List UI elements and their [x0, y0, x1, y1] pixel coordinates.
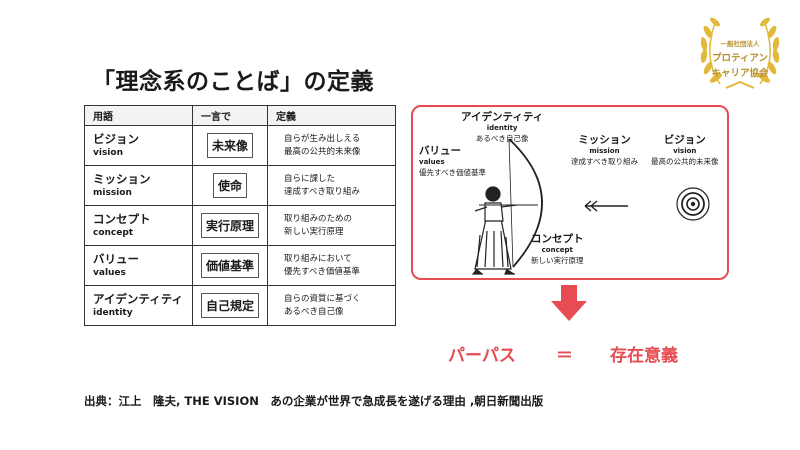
arrow-icon: [584, 200, 628, 212]
term-jp: アイデンティティ: [93, 292, 184, 306]
concept-label: コンセプト concept 新しい実行原理: [531, 233, 584, 265]
laurel-wreath-icon: [700, 17, 780, 89]
term-en: vision: [93, 148, 123, 158]
word-box: 価値基準: [200, 253, 259, 278]
term-en: identity: [93, 308, 133, 318]
term-jp: ミッション: [93, 172, 151, 186]
archer-illustration-panel: アイデンティティ identity あるべき自己像 バリュー values 優先…: [411, 105, 729, 280]
term-jp: ビジョン: [93, 132, 139, 146]
definition-line: 取り組みのための: [284, 213, 353, 224]
table-row: ミッション mission 使命 自らに課した 達成すべき取り組み: [84, 165, 396, 206]
definition-line: あるべき自己像: [284, 306, 344, 317]
definition-cell: 自らの資質に基づく あるべき自己像: [267, 285, 396, 326]
definition-cell: 自らが生み出しえる 最高の公共的未来像: [267, 125, 396, 166]
badge-name-line2: キャリア協会: [711, 68, 769, 79]
definition-cell: 取り組みにおいて 優先すべき価値基準: [267, 245, 396, 286]
definitions-table: 用語 一言で 定義 ビジョン vision 未来像 自らが生み出しえる 最高の公…: [84, 105, 396, 326]
word-box: 未来像: [206, 133, 253, 158]
table-row: ビジョン vision 未来像 自らが生み出しえる 最高の公共的未来像: [84, 125, 396, 166]
header-term: 用語: [84, 105, 193, 126]
term-en: values: [93, 268, 126, 278]
term-jp: コンセプト: [93, 212, 151, 226]
definition-line: 優先すべき価値基準: [284, 266, 360, 277]
definition-line: 新しい実行原理: [284, 226, 344, 237]
definition-line: 自らに課した: [284, 173, 336, 184]
term-cell: バリュー values: [84, 245, 193, 286]
word-box: 自己規定: [200, 293, 259, 318]
definition-cell: 自らに課した 達成すべき取り組み: [267, 165, 396, 206]
word-cell: 自己規定: [192, 285, 268, 326]
values-label: バリュー values 優先すべき価値基準: [419, 145, 486, 177]
word-cell: 価値基準: [192, 245, 268, 286]
purpose-meaning: 存在意義: [610, 346, 678, 366]
header-word: 一言で: [192, 105, 268, 126]
table-row: バリュー values 価値基準 取り組みにおいて 優先すべき価値基準: [84, 245, 396, 286]
table-row: コンセプト concept 実行原理 取り組みのための 新しい実行原理: [84, 205, 396, 246]
definition-line: 取り組みにおいて: [284, 253, 352, 264]
word-box: 実行原理: [200, 213, 259, 238]
term-cell: ビジョン vision: [84, 125, 193, 166]
term-cell: アイデンティティ identity: [84, 285, 193, 326]
mission-label: ミッション mission 達成すべき取り組み: [571, 134, 638, 166]
identity-label: アイデンティティ identity あるべき自己像: [461, 111, 544, 143]
archer-illustration: [471, 138, 710, 275]
term-cell: コンセプト concept: [84, 205, 193, 246]
table-header-row: 用語 一言で 定義: [84, 105, 396, 126]
archer-icon: [471, 138, 543, 275]
badge-org-label: 一般社団法人: [720, 40, 760, 48]
source-citation: 出典：江上 隆夫, THE VISION あの企業が世界で急成長を遂げる理由 ,…: [84, 394, 544, 408]
purpose-term: パーパス: [448, 346, 516, 366]
definition-cell: 取り組みのための 新しい実行原理: [267, 205, 396, 246]
term-en: concept: [93, 228, 134, 238]
definition-line: 達成すべき取り組み: [284, 186, 360, 197]
header-definition: 定義: [267, 105, 396, 126]
badge-name-line1: プロティアン: [711, 53, 769, 64]
page-title: 「理念系のことば」の定義: [92, 69, 374, 95]
table-row: アイデンティティ identity 自己規定 自らの資質に基づく あるべき自己像: [84, 285, 396, 326]
vision-label: ビジョン vision 最高の公共的未来像: [651, 134, 719, 166]
down-arrow-icon: [551, 285, 587, 321]
definition-line: 自らの資質に基づく: [284, 293, 361, 304]
word-cell: 使命: [192, 165, 268, 206]
term-jp: バリュー: [93, 252, 139, 266]
word-cell: 実行原理: [192, 205, 268, 246]
word-box: 使命: [212, 173, 247, 198]
term-en: mission: [93, 188, 132, 198]
purpose-equals: ＝: [556, 346, 573, 366]
association-badge: 一般社団法人 プロティアン キャリア協会: [692, 8, 788, 96]
target-icon: [676, 187, 710, 221]
term-cell: ミッション mission: [84, 165, 193, 206]
word-cell: 未来像: [192, 125, 268, 166]
definition-line: 最高の公共的未来像: [284, 146, 361, 157]
definition-line: 自らが生み出しえる: [284, 133, 361, 144]
